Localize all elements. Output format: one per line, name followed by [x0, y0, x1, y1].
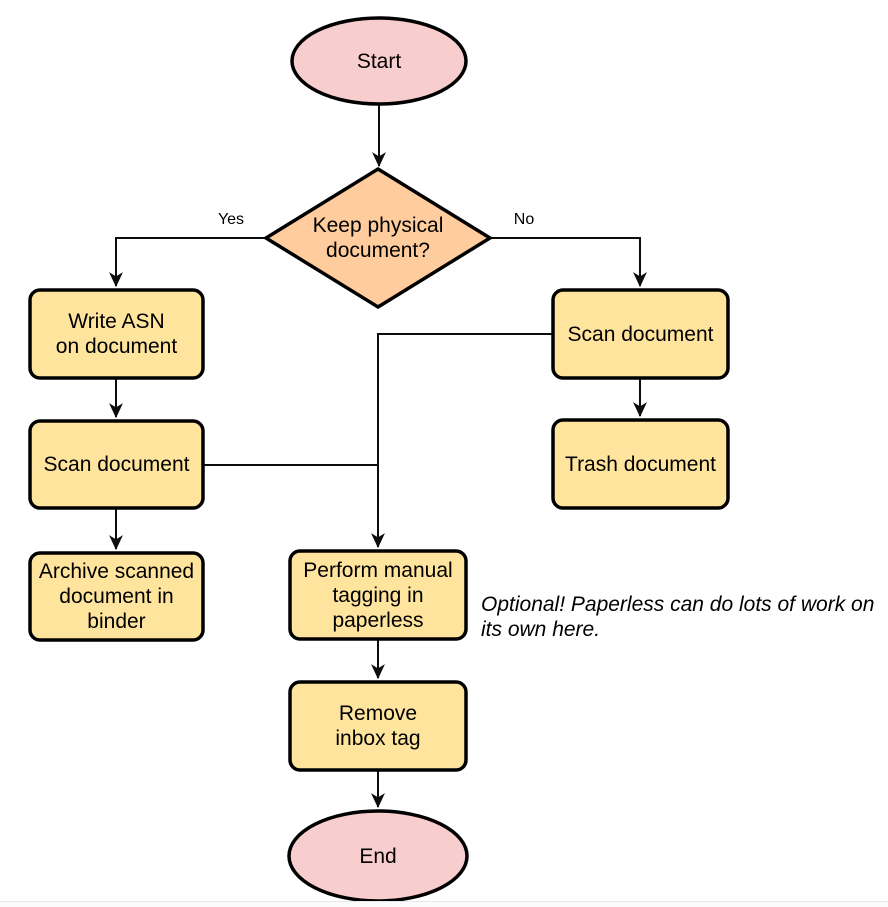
edge-decision-no-to-scan-right	[490, 237, 647, 288]
end-node-shape	[287, 809, 469, 903]
edge-scan-right-to-tagging	[371, 333, 553, 549]
optional-note: Optional! Paperless can do lots of work …	[481, 593, 875, 641]
tagging-node-shape	[288, 549, 468, 641]
remove-inbox-node-shape	[288, 680, 468, 772]
page-bottom-edge	[0, 901, 888, 907]
scan-right-node-shape	[551, 288, 730, 380]
scan-left-node-shape	[28, 419, 205, 510]
edge-decision-yes-to-write-asn	[109, 237, 266, 288]
write-asn-node-shape	[28, 288, 205, 380]
archive-node-shape	[28, 551, 205, 642]
trash-node-shape	[551, 418, 730, 510]
start-node-shape	[290, 16, 468, 106]
decision-node-shape	[262, 166, 494, 310]
